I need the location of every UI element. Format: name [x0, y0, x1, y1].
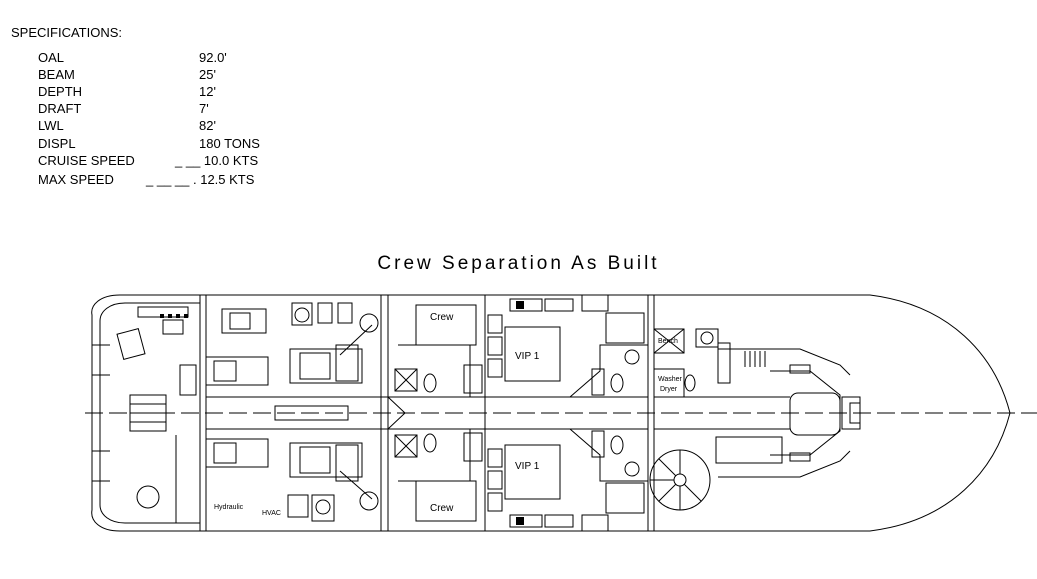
vip-cabin-top-bed — [504, 326, 561, 382]
spec-row-displ: DISPL 180 TONS — [38, 136, 298, 152]
washer-dryer — [653, 368, 685, 398]
transom — [99, 302, 201, 524]
spec-row-lwl: LWL 82' — [38, 118, 298, 134]
spec-label: BEAM — [38, 67, 75, 82]
spec-label: DRAFT — [38, 101, 82, 116]
engine-upper — [289, 348, 363, 384]
label-hvac: HVAC — [262, 510, 281, 517]
bow-thruster — [789, 392, 841, 436]
spec-label: DEPTH — [38, 84, 83, 99]
engine-lower — [289, 442, 363, 478]
deck-plan: Crew Crew VIP 1 VIP 1 Hydraulic HVAC Ben… — [85, 294, 1037, 532]
spec-row-depth: DEPTH 12' — [38, 84, 298, 100]
spec-value: 92.0' — [199, 50, 227, 65]
spec-value: _ __ 10.0 KTS — [175, 153, 259, 168]
label-crew-top: Crew — [430, 312, 454, 323]
spec-value: 82' — [199, 118, 216, 133]
spec-label: CRUISE SPEED — [38, 153, 135, 168]
specifications-heading: SPECIFICATIONS: — [11, 25, 122, 40]
generator-upper — [205, 356, 269, 386]
spec-row-draft: DRAFT 7' — [38, 101, 298, 117]
vip-cabin-bottom-bed — [504, 444, 561, 500]
spec-row-beam: BEAM 25' — [38, 67, 298, 83]
label-vip-top: VIP 1 — [515, 351, 540, 362]
label-hydraulics: Hydraulic — [214, 504, 244, 511]
spec-value: 25' — [199, 67, 216, 82]
spec-label: LWL — [38, 118, 64, 133]
diagram-title: Crew Separation As Built — [377, 253, 660, 274]
spec-value: 7' — [199, 101, 209, 116]
label-dryer: Dryer — [660, 386, 678, 393]
label-crew-bottom: Crew — [430, 503, 454, 514]
label-vip-bottom: VIP 1 — [515, 461, 540, 472]
spec-row-cruise-speed: CRUISE SPEED _ __ 10.0 KTS — [38, 153, 298, 169]
spec-label: DISPL — [38, 136, 76, 151]
spec-label: OAL — [38, 50, 65, 65]
generator-lower — [205, 438, 269, 468]
hull-outline — [91, 294, 1011, 532]
spec-label: MAX SPEED — [38, 172, 114, 187]
spec-value: _ __ __ . 12.5 KTS — [146, 172, 255, 187]
shaft-tunnel — [274, 405, 349, 421]
spec-row-max-speed: MAX SPEED _ __ __ . 12.5 KTS — [38, 172, 298, 188]
crew-cabin-bottom — [415, 480, 477, 522]
spec-row-oal: OAL 92.0' — [38, 50, 298, 66]
spec-value: 12' — [199, 84, 216, 99]
label-washer: Washer — [658, 376, 683, 383]
spec-value: 180 TONS — [199, 136, 260, 151]
crew-cabin-top — [415, 304, 477, 346]
label-bench: Bench — [658, 338, 678, 345]
